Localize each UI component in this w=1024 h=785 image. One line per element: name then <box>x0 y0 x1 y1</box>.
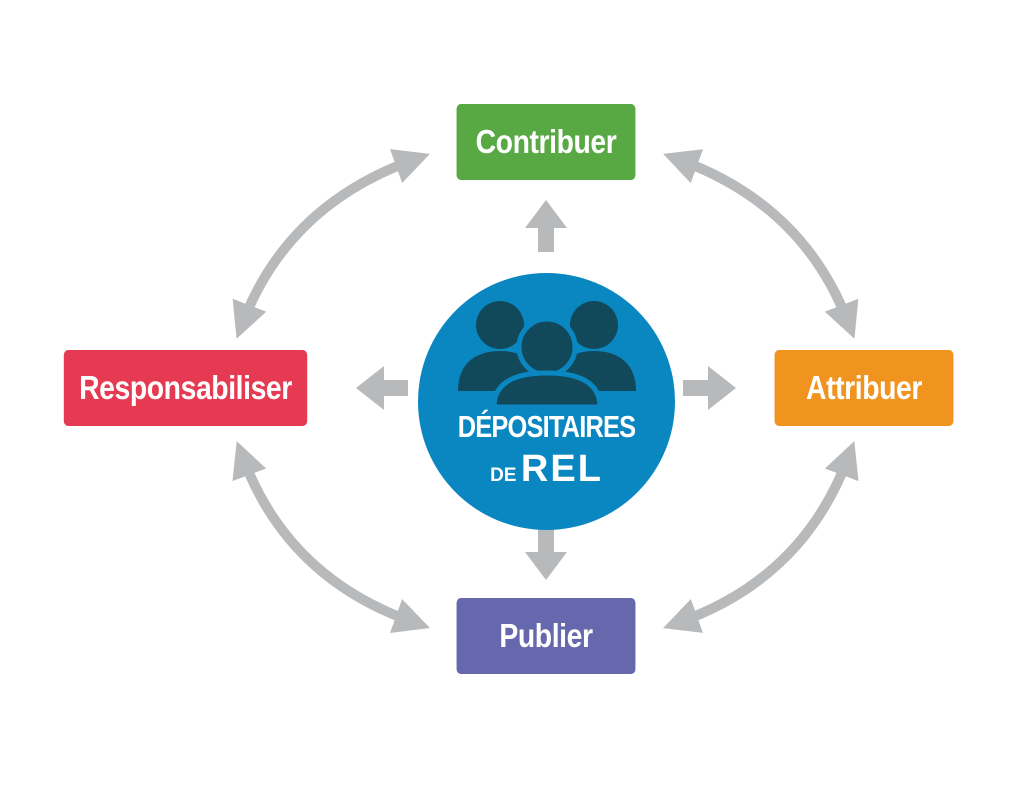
node-publier: Publier <box>456 598 636 674</box>
arc-arrow-top-left <box>232 149 430 339</box>
node-attribuer: Attribuer <box>774 350 954 426</box>
arc-arrow-bottom-left <box>232 441 430 633</box>
node-responsabiliser: Responsabiliser <box>63 350 308 426</box>
node-label: Responsabiliser <box>79 369 292 406</box>
node-contribuer: Contribuer <box>456 104 636 180</box>
hub-arrow-up <box>525 200 567 252</box>
node-label: Contribuer <box>475 123 617 160</box>
node-label: Attribuer <box>806 369 922 406</box>
hub-arrow-left <box>356 366 408 410</box>
node-label: Publier <box>499 617 593 654</box>
hub-arrow-down <box>525 525 567 580</box>
hub-title-line1: DÉPOSITAIRES <box>457 409 636 444</box>
people-group-icon <box>458 301 636 407</box>
hub-title-line2: DE REL <box>418 448 675 491</box>
arc-arrow-top-right <box>663 149 859 339</box>
hub-title-main: REL <box>520 448 603 490</box>
center-hub: DÉPOSITAIRES DE REL <box>418 273 675 530</box>
hub-arrow-right <box>683 366 736 410</box>
hub-title-prefix: DE <box>490 465 517 486</box>
arc-arrow-bottom-right <box>663 441 859 633</box>
